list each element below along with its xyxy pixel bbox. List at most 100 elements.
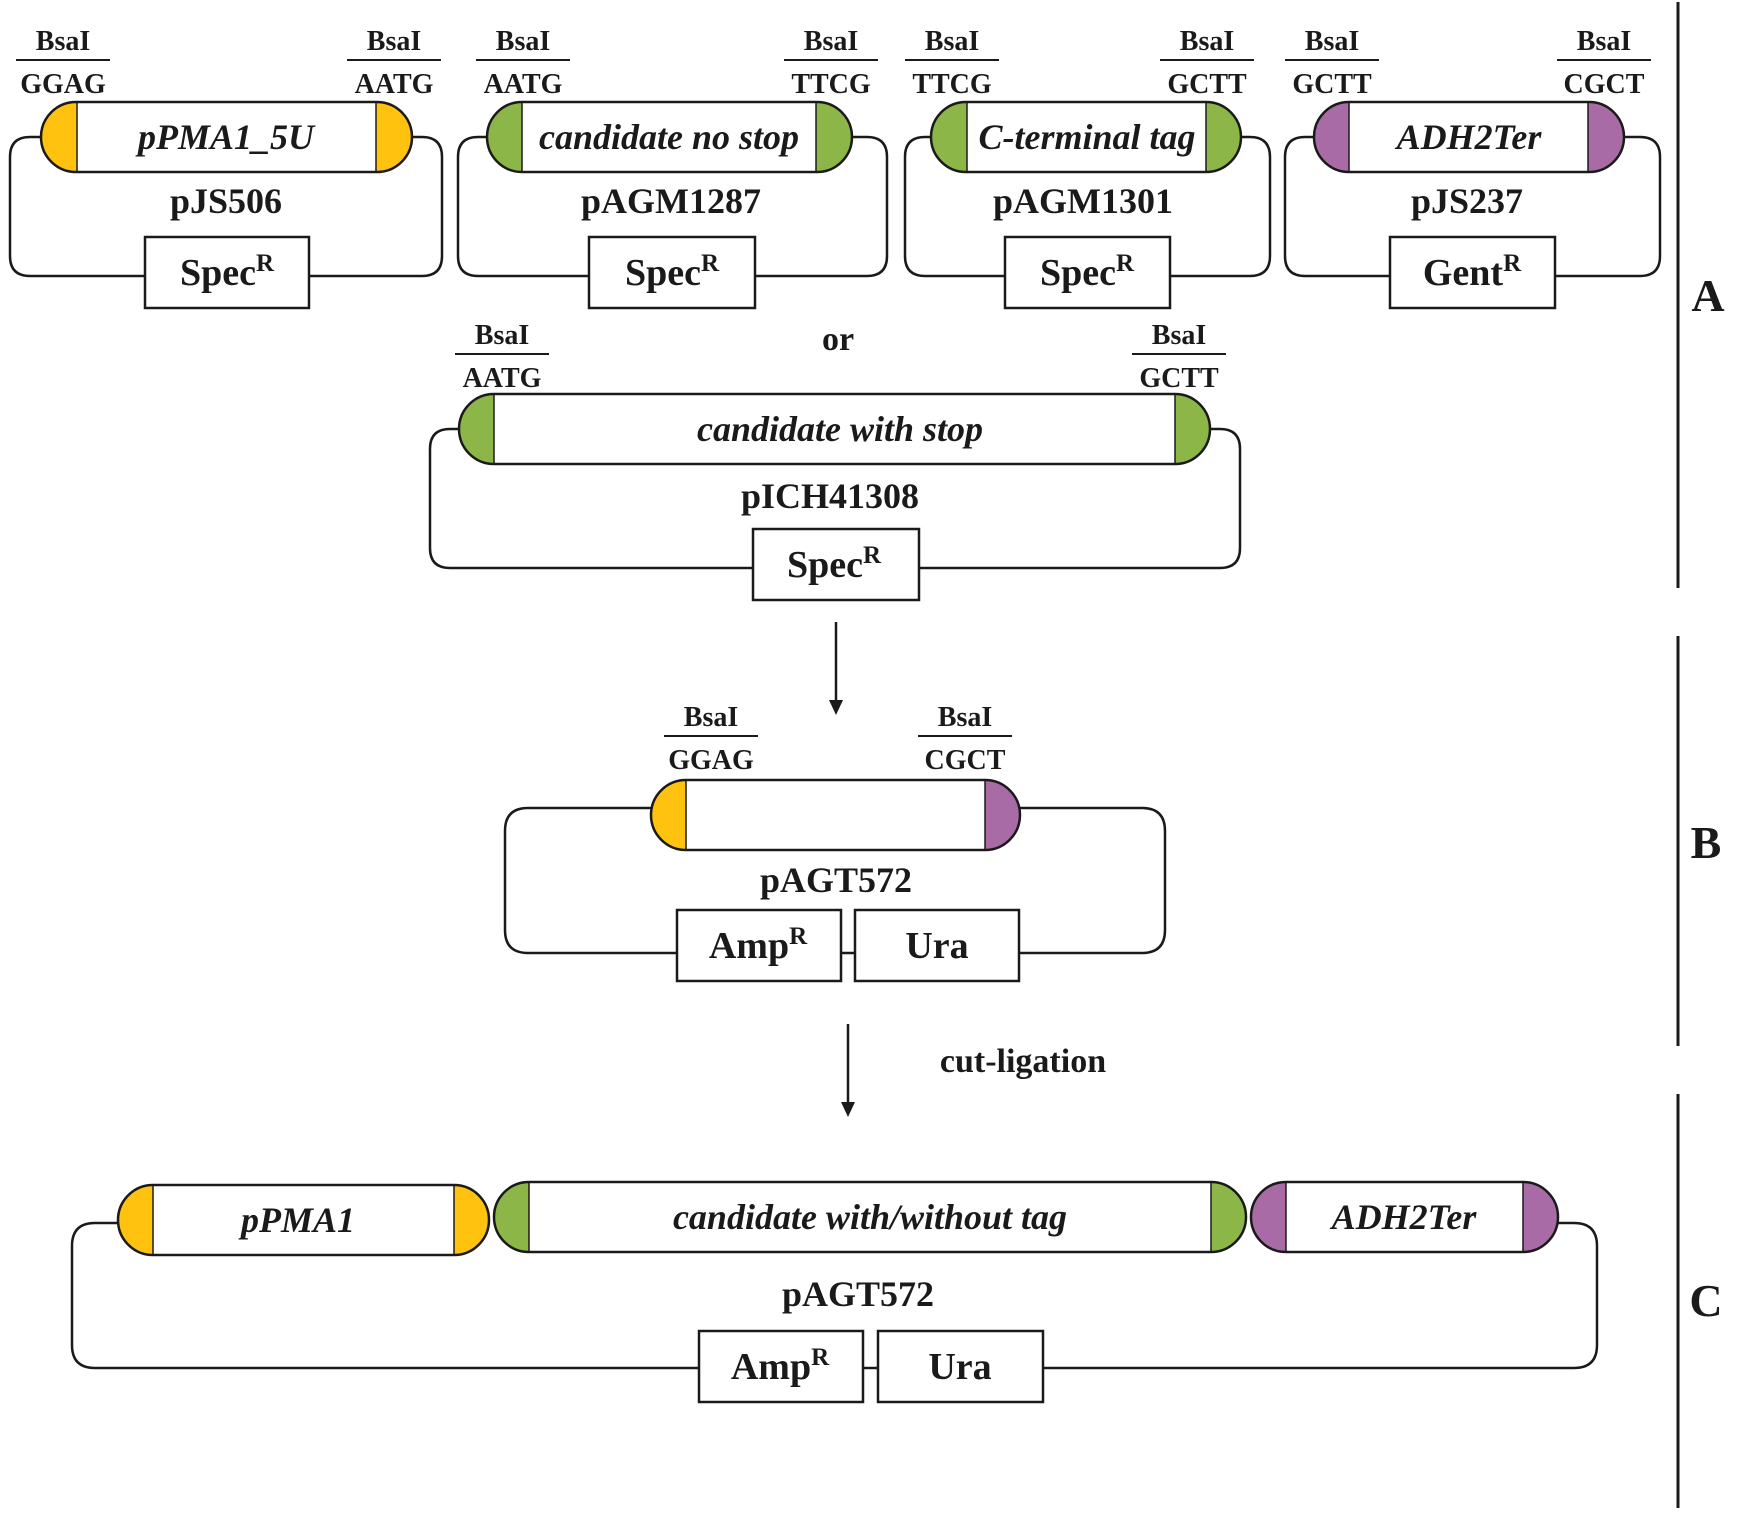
candidate-left-cap — [494, 1182, 529, 1252]
ura-marker-label: Ura — [905, 925, 968, 967]
right-overhang: CGCT — [1564, 69, 1645, 100]
marker-label: SpecR — [625, 250, 720, 294]
backbone-loop — [503, 806, 1167, 955]
module-ppma1-5u: pPMA1_5U pJS506 SpecR BsaI GGAG BsaI AAT… — [8, 26, 444, 310]
backbone-loop — [428, 427, 1242, 570]
right-overhang: CGCT — [925, 745, 1006, 776]
adh2ter-left-cap — [1251, 1182, 1286, 1252]
right-site-enzyme: BsaI — [367, 26, 421, 57]
insert-capsule — [929, 100, 1243, 174]
ppma1-left-cap — [118, 1185, 153, 1255]
insert-label: candidate no stop — [539, 117, 799, 157]
candidate-right-cap — [1211, 1182, 1246, 1252]
left-overhang: AATG — [463, 363, 542, 394]
marker-box — [1003, 235, 1172, 310]
candidate-segment — [492, 1180, 1248, 1254]
left-site-enzyme: BsaI — [496, 26, 550, 57]
plasmid-name: pICH41308 — [741, 476, 919, 516]
module-candidate-no-stop: candidate no stop pAGM1287 SpecR BsaI AA… — [456, 26, 889, 310]
marker-box — [751, 527, 921, 602]
ppma1-right-cap — [454, 1185, 489, 1255]
insert-label: candidate with stop — [697, 409, 983, 449]
right-site-enzyme: BsaI — [804, 26, 858, 57]
amp-marker-box — [675, 908, 843, 983]
left-site-enzyme: BsaI — [36, 26, 90, 57]
right-site-enzyme: BsaI — [938, 702, 992, 733]
backbone-loop — [903, 135, 1272, 278]
plasmid-name: pAGM1301 — [993, 181, 1173, 221]
insert-capsule — [1312, 100, 1626, 174]
right-overhang-cap — [1206, 102, 1241, 172]
arrow-a-to-b — [829, 622, 843, 715]
right-overhang: GCTT — [1139, 363, 1219, 394]
final-construct: pPMA1 candidate with/without tag ADH2Ter… — [70, 1180, 1599, 1404]
right-overhang: TTCG — [791, 69, 871, 100]
marker-label: SpecR — [787, 542, 882, 586]
module-c-terminal-tag: C-terminal tag pAGM1301 SpecR BsaI TTCG … — [903, 26, 1272, 310]
right-overhang-cap — [1175, 394, 1210, 464]
left-overhang-cap — [459, 394, 494, 464]
module-adh2ter: ADH2Ter pJS237 GentR BsaI GCTT BsaI CGCT — [1283, 26, 1662, 310]
cut-ligation-label: cut-ligation — [940, 1043, 1106, 1080]
amp-marker-label: AmpR — [731, 1344, 830, 1388]
right-overhang-cap — [1588, 102, 1624, 172]
left-overhang-cap — [1314, 102, 1349, 172]
marker-box — [587, 235, 757, 310]
left-overhang: GCTT — [1292, 69, 1372, 100]
ura-marker-box — [853, 908, 1021, 983]
marker-label: SpecR — [180, 250, 275, 294]
marker-box — [143, 235, 311, 310]
marker-box — [1388, 235, 1557, 310]
plasmid-name: pJS506 — [170, 181, 282, 221]
left-overhang: GGAG — [20, 69, 106, 100]
left-overhang: AATG — [484, 69, 563, 100]
left-site-enzyme: BsaI — [475, 320, 529, 351]
adh2ter-right-cap — [1523, 1182, 1558, 1252]
left-overhang-cap — [487, 102, 522, 172]
stuffer-capsule — [649, 778, 1022, 852]
adh2ter-segment — [1249, 1180, 1560, 1254]
module-candidate-with-stop: candidate with stop pICH41308 SpecR BsaI… — [428, 320, 1242, 602]
backbone-loop — [8, 135, 444, 278]
right-overhang-cap — [376, 102, 412, 172]
ura-marker-label: Ura — [928, 1346, 991, 1388]
left-site-enzyme: BsaI — [684, 702, 738, 733]
plasmid-name: pAGT572 — [782, 1274, 934, 1314]
backbone-loop — [456, 135, 889, 278]
backbone-loop — [1283, 135, 1662, 278]
plasmid-name: pAGM1287 — [581, 181, 761, 221]
insert-label: pPMA1_5U — [135, 117, 316, 157]
candidate-label: candidate with/without tag — [673, 1197, 1067, 1237]
ppma1-label: pPMA1 — [238, 1200, 355, 1240]
or-label: or — [822, 321, 854, 358]
right-overhang: AATG — [355, 69, 434, 100]
left-site-enzyme: BsaI — [1305, 26, 1359, 57]
insert-capsule — [485, 100, 854, 174]
insert-label: C-terminal tag — [978, 117, 1195, 157]
panel-label-b: B — [1691, 817, 1722, 868]
right-site-enzyme: BsaI — [1180, 26, 1234, 57]
left-overhang-cap — [651, 780, 686, 850]
insert-capsule — [457, 392, 1212, 466]
destination-vector: pAGT572 AmpR Ura BsaI GGAG BsaI CGCT — [503, 702, 1167, 983]
insert-label: ADH2Ter — [1395, 117, 1543, 157]
adh2ter-label: ADH2Ter — [1330, 1197, 1478, 1237]
panel-label-c: C — [1689, 1275, 1722, 1326]
plasmid-name: pAGT572 — [760, 860, 912, 900]
marker-label: GentR — [1423, 250, 1522, 294]
amp-marker-label: AmpR — [709, 923, 808, 967]
backbone-loop — [70, 1221, 1599, 1370]
right-site-enzyme: BsaI — [1152, 320, 1206, 351]
left-overhang: TTCG — [912, 69, 992, 100]
amp-marker-box — [697, 1329, 865, 1404]
arrow-b-to-c — [841, 1024, 855, 1117]
right-overhang-cap — [985, 780, 1020, 850]
left-overhang-cap — [931, 102, 967, 172]
plasmid-name: pJS237 — [1411, 181, 1523, 221]
left-overhang: GGAG — [668, 745, 754, 776]
right-overhang-cap — [816, 102, 852, 172]
insert-capsule — [39, 100, 414, 174]
ppma1-segment — [116, 1183, 491, 1257]
